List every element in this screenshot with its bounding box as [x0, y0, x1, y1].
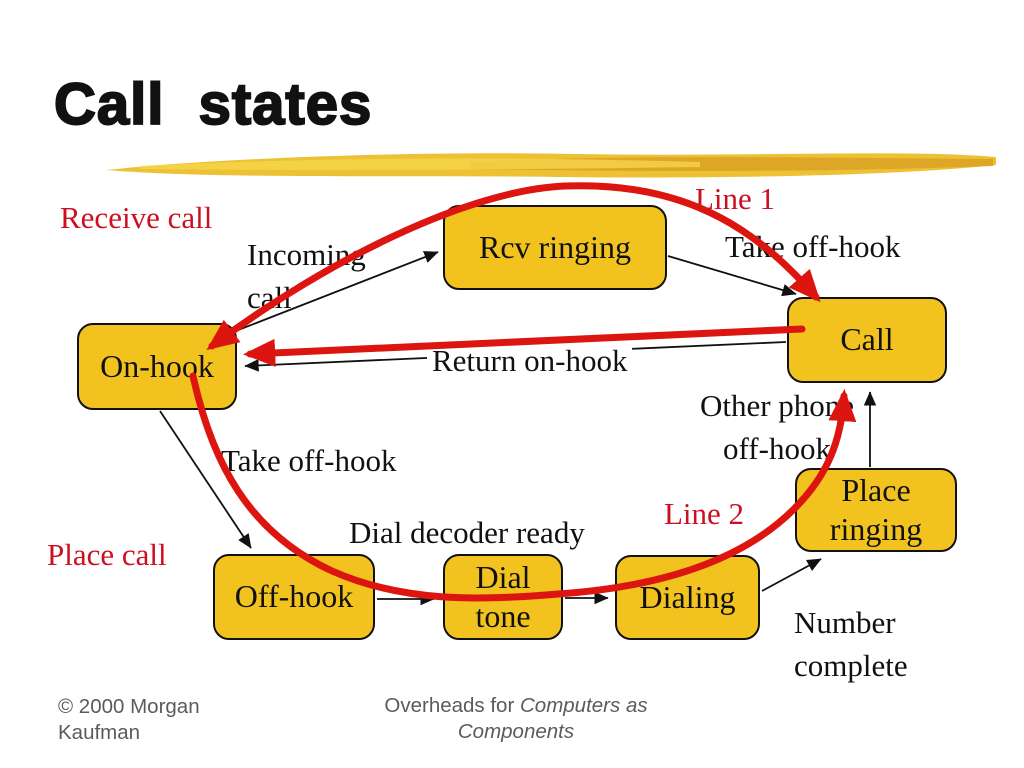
page-title: Call states	[53, 72, 373, 137]
state-dial-tone: Dial tone	[443, 554, 563, 640]
footer-copyright: © 2000 Morgan Kaufman	[58, 695, 200, 744]
state-on-hook-label: On-hook	[100, 347, 214, 384]
state-dialing: Dialing	[615, 555, 760, 640]
state-call-label: Call	[840, 321, 894, 358]
state-rcv-ringing: Rcv ringing	[443, 205, 667, 290]
label-number-complete: Number complete	[794, 605, 908, 683]
footer-center-book-title: Computers as	[519, 694, 648, 717]
state-place-ringing: Place ringing	[795, 468, 957, 552]
label-other-phone-off-hook: Other phone off-hook	[699, 388, 855, 466]
label-return-on-hook: Return on-hook	[427, 343, 633, 379]
state-call: Call	[787, 297, 947, 383]
state-on-hook: On-hook	[77, 323, 237, 410]
footer-center-prefix: Overheads for	[384, 694, 520, 717]
state-place-ringing-label: Place ringing	[829, 471, 923, 547]
label-place-call: Place call	[47, 537, 167, 572]
state-off-hook-label: Off-hook	[234, 578, 354, 615]
label-dial-decoder-ready: Dial decoder ready	[349, 515, 585, 550]
edge-dialing-to-placeringing	[761, 558, 822, 592]
label-line-1: Line 1	[695, 181, 776, 216]
state-rcv-ringing-label: Rcv ringing	[479, 228, 631, 265]
label-take-off-hook-top: Take off-hook	[725, 229, 901, 264]
state-dialing-label: Dialing	[639, 578, 736, 615]
state-off-hook: Off-hook	[213, 554, 375, 640]
footer-center-line2: Components	[457, 719, 575, 743]
label-receive-call: Receive call	[60, 200, 213, 235]
label-line-2: Line 2	[664, 496, 745, 531]
state-dial-tone-label: Dial tone	[475, 558, 531, 634]
label-take-off-hook-left: Take off-hook	[221, 443, 397, 478]
title-brush-underline	[106, 153, 996, 178]
footer-center: Overheads for Computers as Components	[316, 693, 716, 744]
label-incoming-call: Incoming call	[247, 237, 366, 315]
